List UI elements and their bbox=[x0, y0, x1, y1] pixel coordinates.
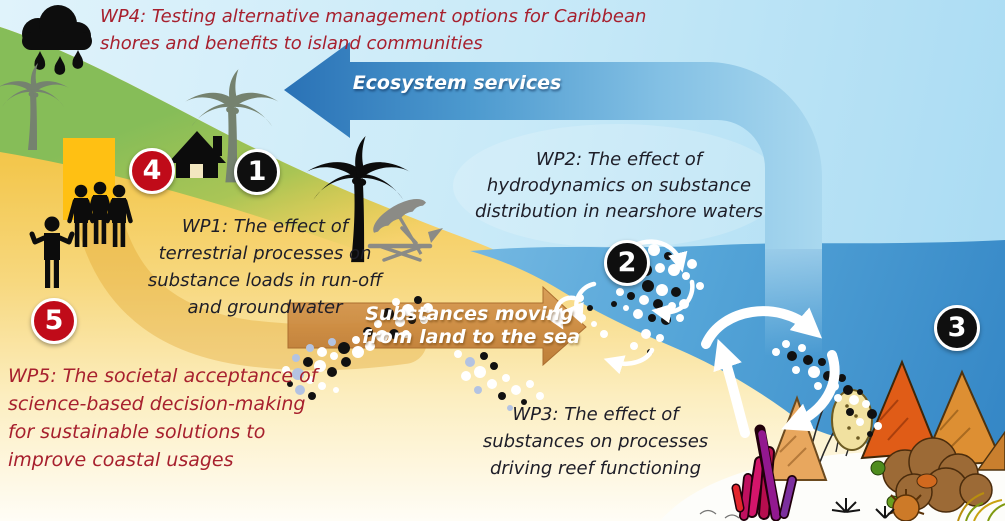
badge-wp3: 3 bbox=[934, 305, 980, 351]
house-icon bbox=[168, 131, 226, 178]
wp1-line: terrestrial processes on bbox=[158, 243, 372, 264]
wp5-line: improve coastal usages bbox=[8, 449, 234, 471]
wp3-line: WP3: The effect of bbox=[512, 404, 679, 425]
circulation-arrows-icon bbox=[544, 239, 695, 375]
wp2-line: distribution in nearshore waters bbox=[475, 201, 763, 222]
wp2-line: WP2: The effect of bbox=[535, 149, 703, 170]
wp5-line: for sustainable solutions to bbox=[8, 421, 266, 443]
wp1-line: and groundwater bbox=[187, 297, 343, 318]
wp1-line: WP1: The effect of bbox=[181, 216, 349, 237]
beach-umbrella-chair-icon bbox=[367, 198, 443, 262]
wp3-label: WP3: The effect of substances on process… bbox=[428, 401, 763, 482]
reef-cycle-arrows-icon bbox=[701, 306, 840, 438]
wp5-line: WP5: The societal acceptance of bbox=[8, 365, 318, 387]
substance-dots-land bbox=[282, 296, 544, 411]
presenter-person-icon bbox=[29, 216, 75, 288]
wp3-line: driving reef functioning bbox=[489, 458, 701, 479]
wp1-line: substance loads in run-off bbox=[147, 270, 383, 291]
ecosystem-services-arrow-label: Ecosystem services bbox=[352, 72, 562, 94]
wp4-label: WP4: Testing alternative management opti… bbox=[100, 3, 680, 57]
badge-wp4: 4 bbox=[129, 148, 175, 194]
substances-arrow-label: Substances moving from land to the sea bbox=[362, 303, 581, 348]
wp2-line: hydrodynamics on substance bbox=[486, 175, 752, 196]
badge-wp5: 5 bbox=[31, 298, 77, 344]
substances-arrow bbox=[287, 285, 587, 367]
wp4-line: WP4: Testing alternative management opti… bbox=[100, 6, 647, 27]
wp3-line: substances on processes bbox=[482, 431, 709, 452]
badge-wp2: 2 bbox=[604, 240, 650, 286]
ecosystem-arrow-underwater bbox=[765, 249, 822, 355]
wp5-line: science-based decision-making bbox=[8, 393, 306, 415]
wp2-halo bbox=[453, 124, 783, 248]
wp1-label: WP1: The effect of terrestrial processes… bbox=[125, 213, 405, 321]
wp2-label: WP2: The effect of hydrodynamics on subs… bbox=[453, 147, 785, 225]
ecosystem-services-arrow bbox=[284, 42, 822, 249]
wp4-line: shores and benefits to island communitie… bbox=[100, 33, 483, 54]
green-hill bbox=[0, 27, 500, 267]
wp5-label: WP5: The societal acceptance of science-… bbox=[8, 362, 348, 474]
badge-wp1: 1 bbox=[234, 149, 280, 195]
coral-reef bbox=[699, 359, 1005, 521]
